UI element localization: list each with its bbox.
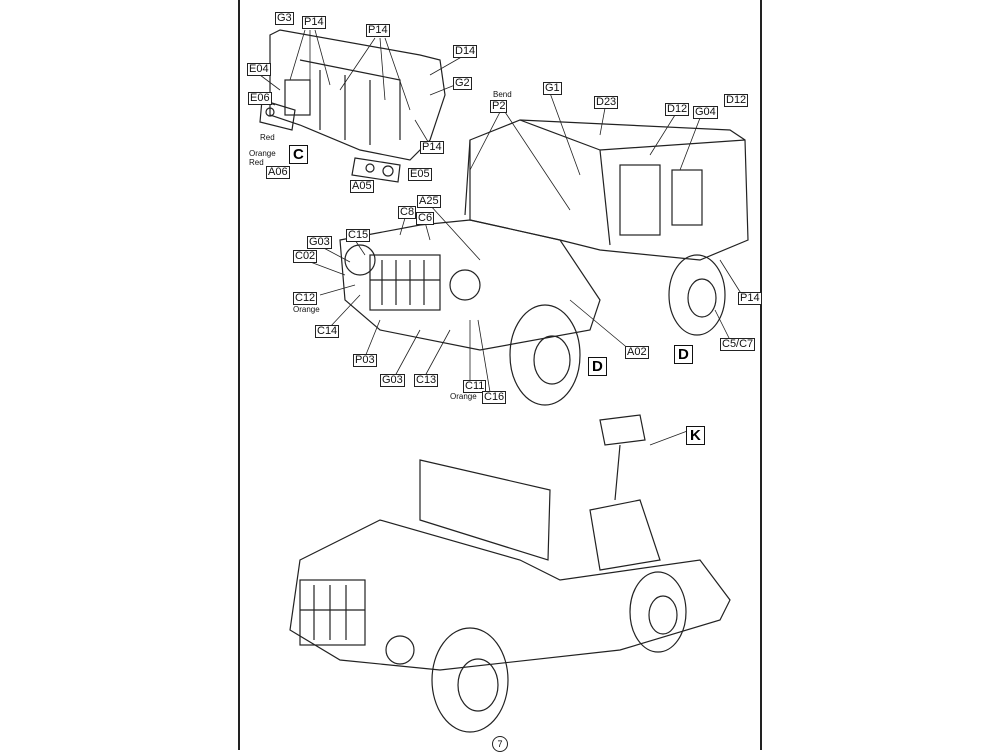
subassembly-marker: D bbox=[674, 345, 693, 364]
part-label: E05 bbox=[408, 168, 432, 181]
part-label: E04 bbox=[247, 63, 271, 76]
part-label: G3 bbox=[275, 12, 294, 25]
part-label: C5/C7 bbox=[720, 338, 756, 351]
part-label: C02 bbox=[293, 250, 318, 263]
part-label: C12 bbox=[293, 292, 318, 305]
open-vehicle-drawing bbox=[289, 414, 731, 733]
color-note: Red bbox=[260, 133, 275, 142]
color-note: Orange bbox=[450, 392, 477, 401]
subassembly-marker: K bbox=[686, 426, 705, 445]
part-label: G03 bbox=[380, 374, 405, 387]
part-label: D12 bbox=[724, 94, 749, 107]
leader-lines bbox=[259, 29, 743, 446]
color-note: Orange bbox=[293, 305, 320, 314]
instruction-page bbox=[238, 0, 762, 750]
part-label: P2 bbox=[490, 100, 508, 113]
part-label: P14 bbox=[302, 16, 326, 29]
part-label: G1 bbox=[543, 82, 562, 95]
part-label: A05 bbox=[350, 180, 374, 193]
part-label: P14 bbox=[738, 292, 762, 305]
part-label: P03 bbox=[353, 354, 377, 367]
part-label: C15 bbox=[346, 229, 371, 242]
part-label: C6 bbox=[416, 212, 435, 225]
part-label: G03 bbox=[307, 236, 332, 249]
color-note: Red bbox=[249, 158, 264, 167]
subassembly-marker: C bbox=[289, 145, 308, 164]
subassembly-marker: D bbox=[588, 357, 607, 376]
part-label: A06 bbox=[266, 166, 290, 179]
part-label: D12 bbox=[665, 103, 690, 116]
part-label: P14 bbox=[366, 24, 390, 37]
bend-note: Bend bbox=[493, 90, 512, 99]
part-label: C16 bbox=[482, 391, 507, 404]
part-label: G04 bbox=[693, 106, 718, 119]
covered-vehicle-drawing bbox=[339, 119, 749, 406]
part-label: D23 bbox=[594, 96, 619, 109]
part-label: C14 bbox=[315, 325, 340, 338]
part-label: C11 bbox=[463, 380, 487, 393]
part-label: G2 bbox=[453, 77, 472, 90]
part-label: C13 bbox=[414, 374, 439, 387]
rear-body-drawing bbox=[259, 29, 446, 183]
part-label: A25 bbox=[417, 195, 441, 208]
part-label: E06 bbox=[248, 92, 272, 105]
part-label: C8 bbox=[398, 206, 417, 219]
part-label: P14 bbox=[420, 141, 444, 154]
part-label: D14 bbox=[453, 45, 478, 58]
color-note: Orange bbox=[249, 149, 276, 158]
part-label: A02 bbox=[625, 346, 649, 359]
